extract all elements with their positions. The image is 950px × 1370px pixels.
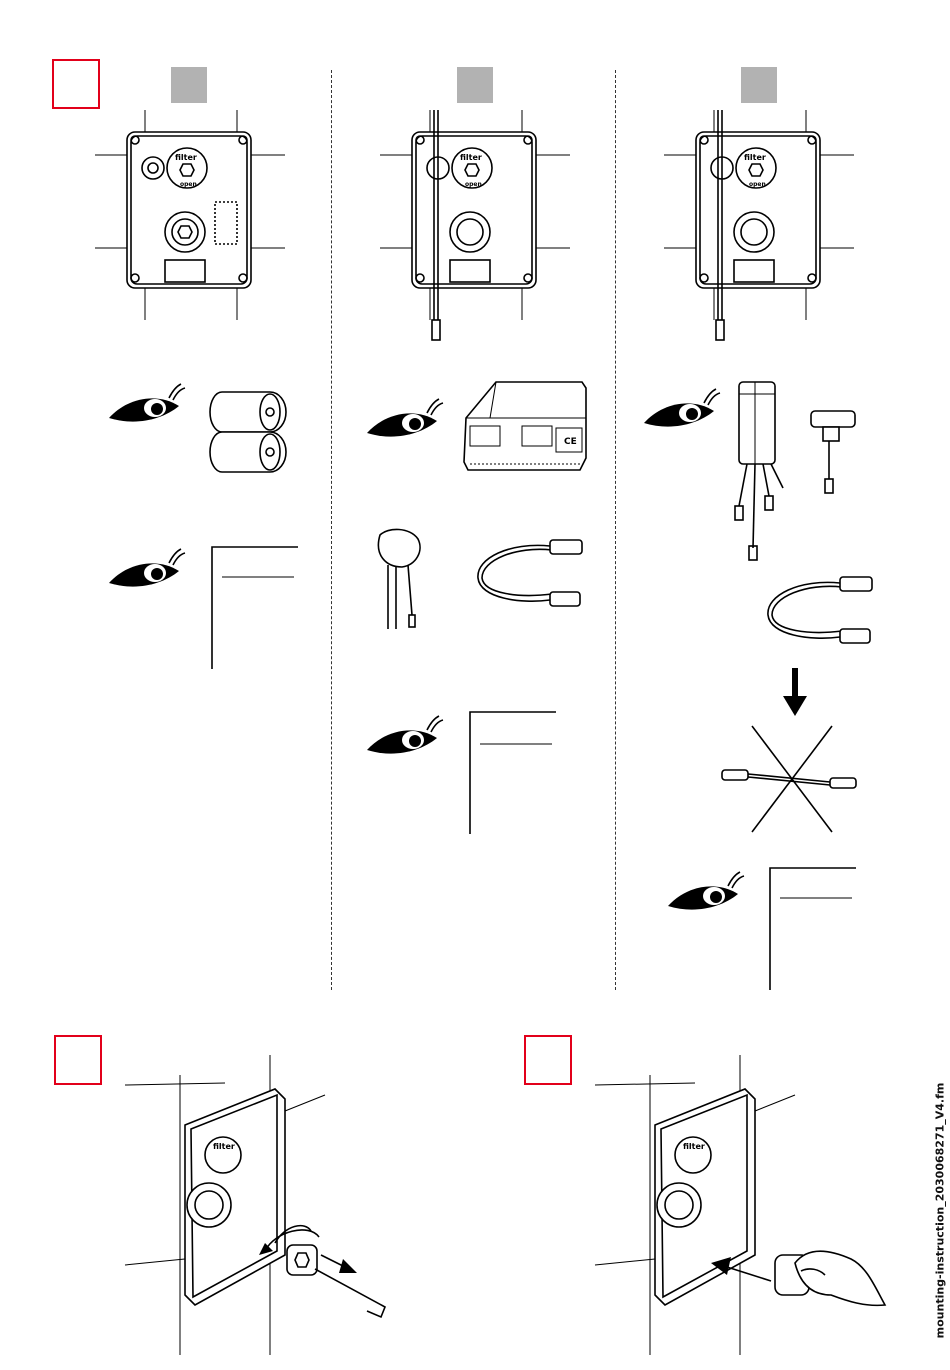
battery-pack-illustration [210, 388, 290, 478]
svg-text:filter: filter [744, 153, 766, 162]
flow-sensor-illustration [805, 405, 860, 495]
power-supply-unit-illustration: CE [460, 378, 590, 478]
svg-text:open: open [465, 181, 482, 188]
eye-icon [365, 712, 445, 762]
svg-text:filter: filter [213, 1142, 235, 1151]
reference-frame-2 [468, 710, 558, 835]
svg-text:filter: filter [683, 1142, 705, 1151]
svg-text:open: open [180, 181, 197, 188]
reference-frame-1 [210, 545, 300, 670]
variant-a-marker [171, 67, 207, 103]
insert-cartridge-illustration: filter [595, 1055, 895, 1365]
arrow-down-icon [783, 668, 807, 718]
column-divider-1 [331, 70, 332, 990]
svg-text:open: open [749, 181, 766, 188]
svg-text:filter: filter [460, 153, 482, 162]
svg-text:CE: CE [564, 437, 577, 447]
document-filename-label: mounting-instruction_2030068271_V4.fm [930, 1060, 950, 1360]
step-1-marker [52, 59, 100, 109]
step-3-marker [524, 1035, 572, 1085]
eye-icon [642, 385, 722, 435]
eye-icon [666, 868, 746, 918]
mounting-box-illustration-b: filter open [380, 110, 570, 350]
variant-b-marker [457, 67, 493, 103]
remove-cartridge-illustration: filter [125, 1055, 425, 1365]
column-divider-2 [615, 70, 616, 990]
reference-frame-3 [768, 866, 858, 991]
connection-cable-illustration [760, 565, 885, 660]
mounting-box-illustration-a: filter open [95, 110, 285, 320]
svg-text:filter: filter [175, 153, 197, 162]
mounting-box-illustration-c: filter open [664, 110, 854, 350]
control-unit-illustration [725, 378, 795, 563]
eye-icon [107, 545, 187, 595]
sensor-module-illustration [370, 525, 430, 635]
variant-c-marker [741, 67, 777, 103]
document-filename-text: mounting-instruction_2030068271_V4.fm [934, 1082, 947, 1338]
eye-icon [365, 395, 445, 445]
connection-cable-illustration [470, 528, 595, 623]
not-allowed-extension-cable-illustration [720, 724, 860, 834]
step-2-marker [54, 1035, 102, 1085]
eye-icon [107, 380, 187, 430]
